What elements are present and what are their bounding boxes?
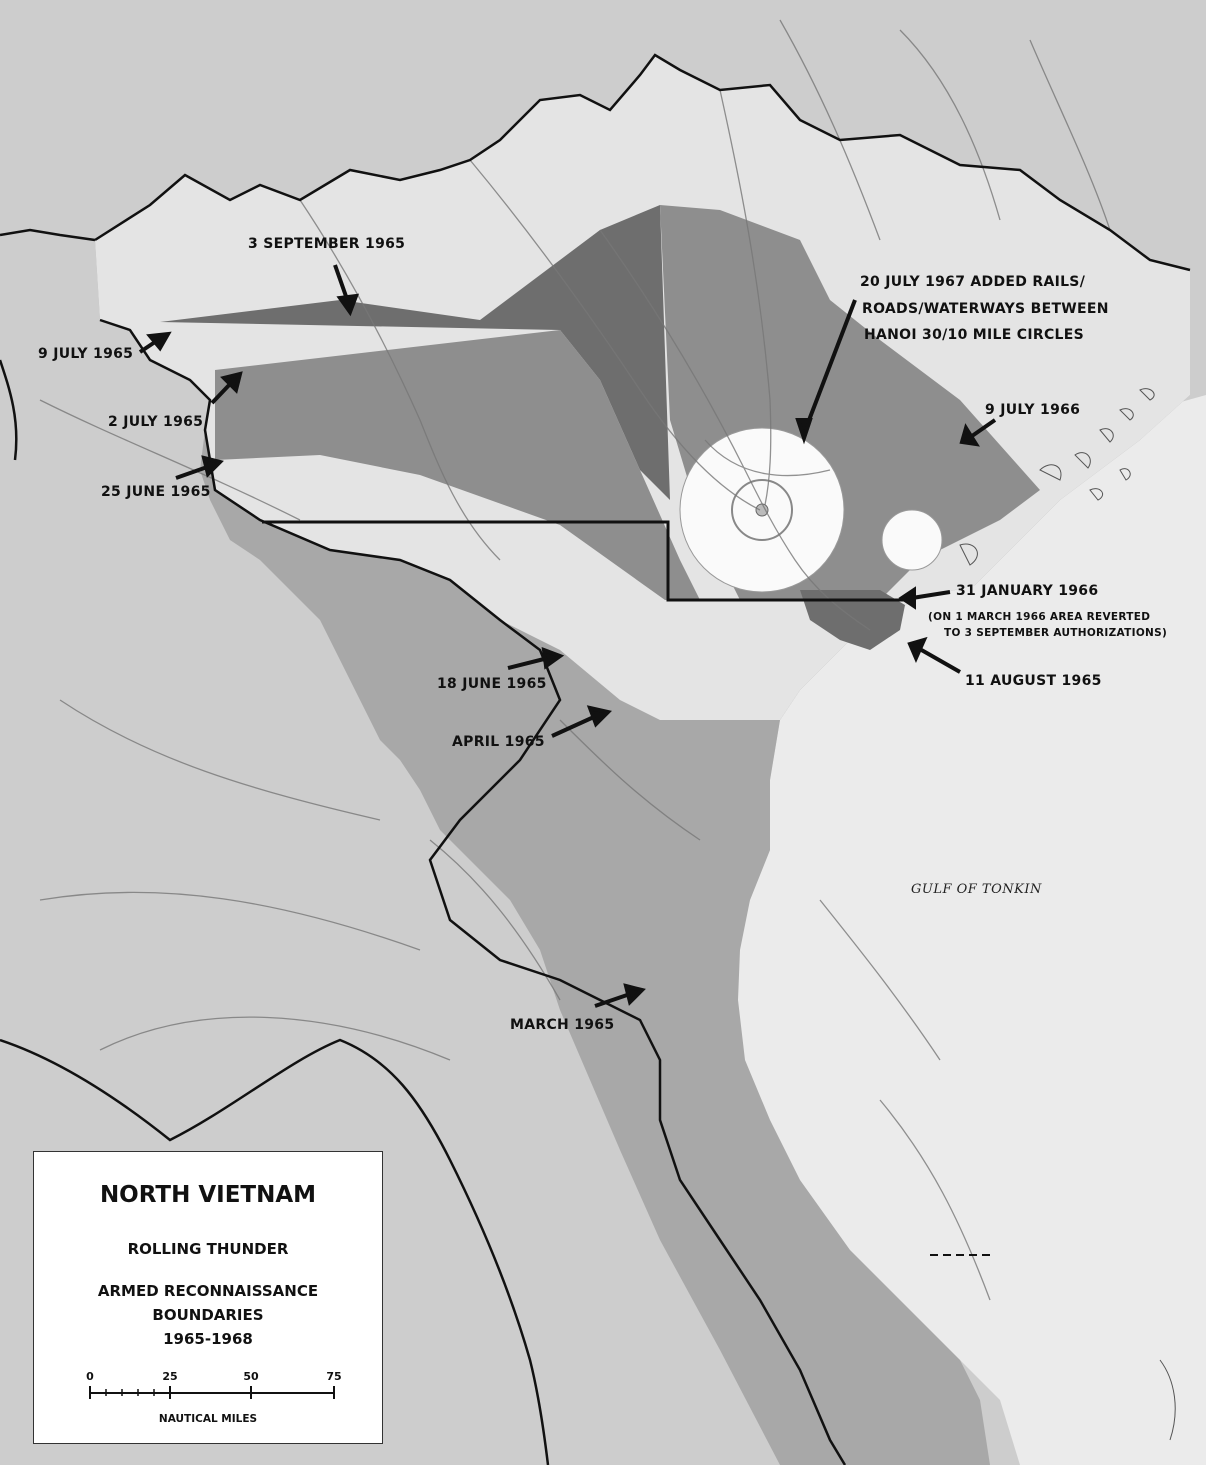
medium-zone-band [215,330,700,600]
hanoi-center [755,503,769,517]
label-31-january-note-line2: TO 3 SEPTEMBER AUTHORIZATIONS) [944,627,1168,639]
label-march-1965: MARCH 1965 [510,1017,615,1033]
hanoi-10-mile-circle [731,479,793,541]
label-31-january-1966: 31 JANUARY 1966 [956,583,1099,599]
scale-tick-50: 50 [243,1370,259,1383]
legend-subtitle-3: BOUNDARIES [152,1306,264,1324]
scale-tick-0: 0 [86,1370,94,1383]
label-20-july-1967-line2: ROADS/WATERWAYS BETWEEN [862,301,1109,317]
legend-subtitle-4: 1965-1968 [163,1330,253,1348]
dark-zone-coast [800,590,905,650]
legend-title: NORTH VIETNAM [99,1182,317,1208]
annotation-arrows [138,264,997,1008]
label-25-june-1965: 25 JUNE 1965 [101,484,211,500]
rivers [39,19,1111,1301]
label-2-july-1965: 2 JULY 1965 [108,414,204,430]
label-20-july-1967-line1: 20 JULY 1967 ADDED RAILS/ [860,274,1086,290]
legend-subtitle-1: ROLLING THUNDER [127,1240,289,1258]
haiphong-circle [881,509,943,571]
scale-unit-label: NAUTICAL MILES [158,1413,258,1425]
label-9-july-1966: 9 JULY 1966 [985,402,1081,418]
label-11-august-1965: 11 AUGUST 1965 [965,673,1102,689]
label-april-1965: APRIL 1965 [452,734,545,750]
scale-tick-75: 75 [326,1370,342,1383]
map-legend: NORTH VIETNAM ROLLING THUNDER ARMED RECO… [33,1151,383,1444]
legend-subtitle-2: ARMED RECONNAISSANCE [97,1282,319,1300]
label-3-september-1965: 3 SEPTEMBER 1965 [248,236,406,252]
gulf-of-tonkin-sea [730,395,1206,1465]
label-18-june-1965: 18 JUNE 1965 [437,676,547,692]
label-gulf-of-tonkin: GULF OF TONKIN [911,882,1042,897]
label-9-july-1965: 9 JULY 1965 [38,346,134,362]
reconnaissance-boundary-line [262,520,905,602]
coastal-islands [959,388,1176,1441]
scale-tick-25: 25 [162,1370,178,1383]
international-borders [0,53,1191,1465]
label-31-january-note-line1: (ON 1 MARCH 1966 AREA REVERTED [928,611,1151,623]
label-20-july-1967-line3: HANOI 30/10 MILE CIRCLES [864,327,1085,343]
dark-zone-wedge [160,205,670,500]
